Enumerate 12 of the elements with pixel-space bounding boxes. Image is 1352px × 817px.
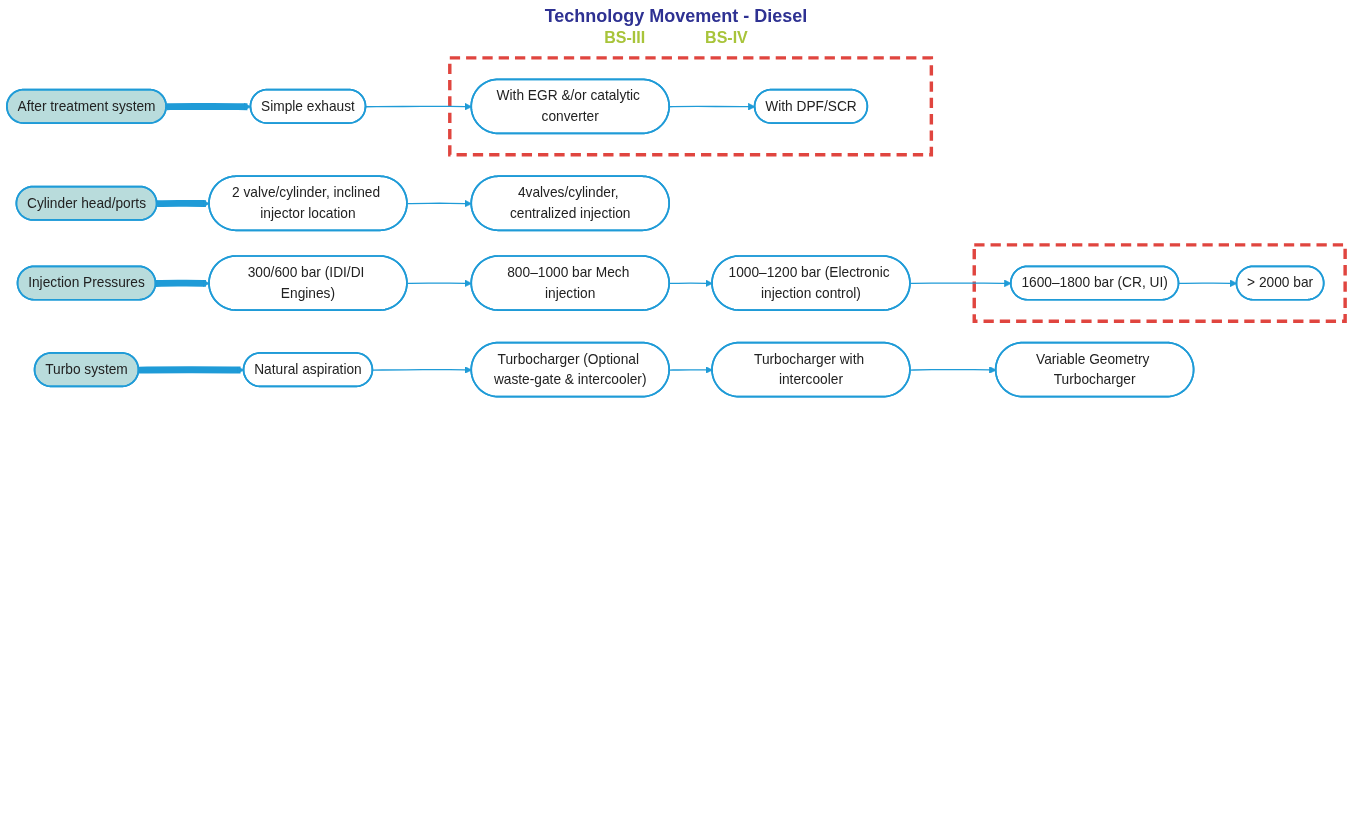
arrow	[372, 366, 472, 374]
arrow	[406, 279, 472, 288]
cluster	[972, 243, 1347, 323]
stage-marker-label: BS-III	[604, 29, 646, 46]
arrow	[155, 279, 210, 288]
arrow	[157, 199, 210, 208]
arrow	[909, 279, 1012, 288]
stage-marker-label: BS-IV	[705, 29, 748, 46]
arrow	[365, 102, 472, 111]
diagram-title: Technology Movement - Diesel	[543, 6, 809, 27]
cluster	[448, 56, 934, 157]
arrow	[406, 199, 472, 208]
